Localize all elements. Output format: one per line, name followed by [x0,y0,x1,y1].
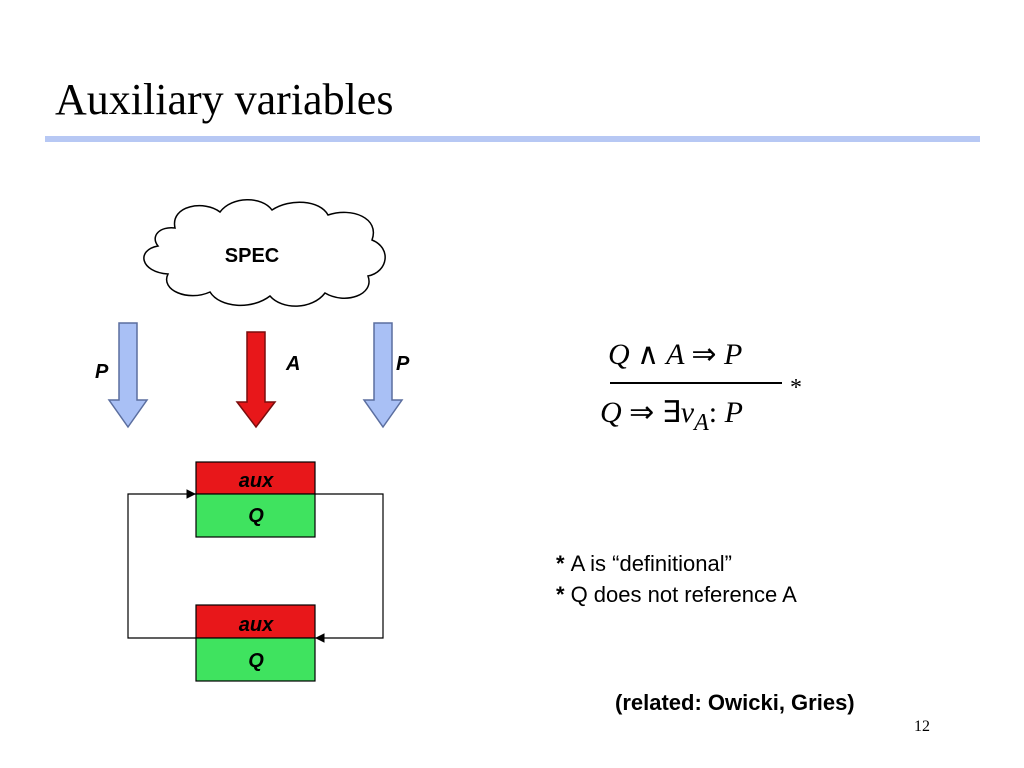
arrow-right-p [362,322,404,429]
aux-cell-bottom [195,604,316,639]
aux-label-top: aux [239,470,274,492]
footnote-item: *Q does not reference A [556,582,797,607]
related-work-note: (related: Owicki, Gries) [615,690,855,715]
q-cell-top [195,493,316,538]
footnote-item: *A is “definitional” [556,551,732,576]
rule-star: * [790,375,802,401]
spec-cloud: SPEC [143,199,386,307]
aux-cell-top [195,461,316,495]
arrow-left-label: P [95,361,109,383]
state-box-bottom: aux Q [195,604,316,682]
state-box-top: aux Q [195,461,316,538]
inference-rule: Q ∧ A ⇒ P * Q ⇒ ∃vA: P [600,335,820,445]
rule-premise: Q ∧ A ⇒ P [608,338,743,371]
loop-connector-right [315,493,384,643]
aux-label-bottom: aux [239,614,274,636]
slide-title: Auxiliary variables [55,75,394,124]
rule-bar [610,382,782,384]
loop-connector-left [127,489,196,639]
arrow-middle-a [235,331,277,429]
arrow-right-label: P [396,353,410,375]
q-label-bottom: Q [248,650,264,672]
cloud-label: SPEC [225,245,279,267]
arrow-left-p [107,322,149,429]
title-underline [45,136,980,142]
q-cell-bottom [195,637,316,682]
footnotes: *A is “definitional” *Q does not referen… [556,548,797,610]
rule-conclusion: Q ⇒ ∃vA: P [600,396,743,436]
page-number: 12 [914,718,930,735]
arrow-middle-label: A [285,353,300,375]
q-label-top: Q [248,505,264,527]
